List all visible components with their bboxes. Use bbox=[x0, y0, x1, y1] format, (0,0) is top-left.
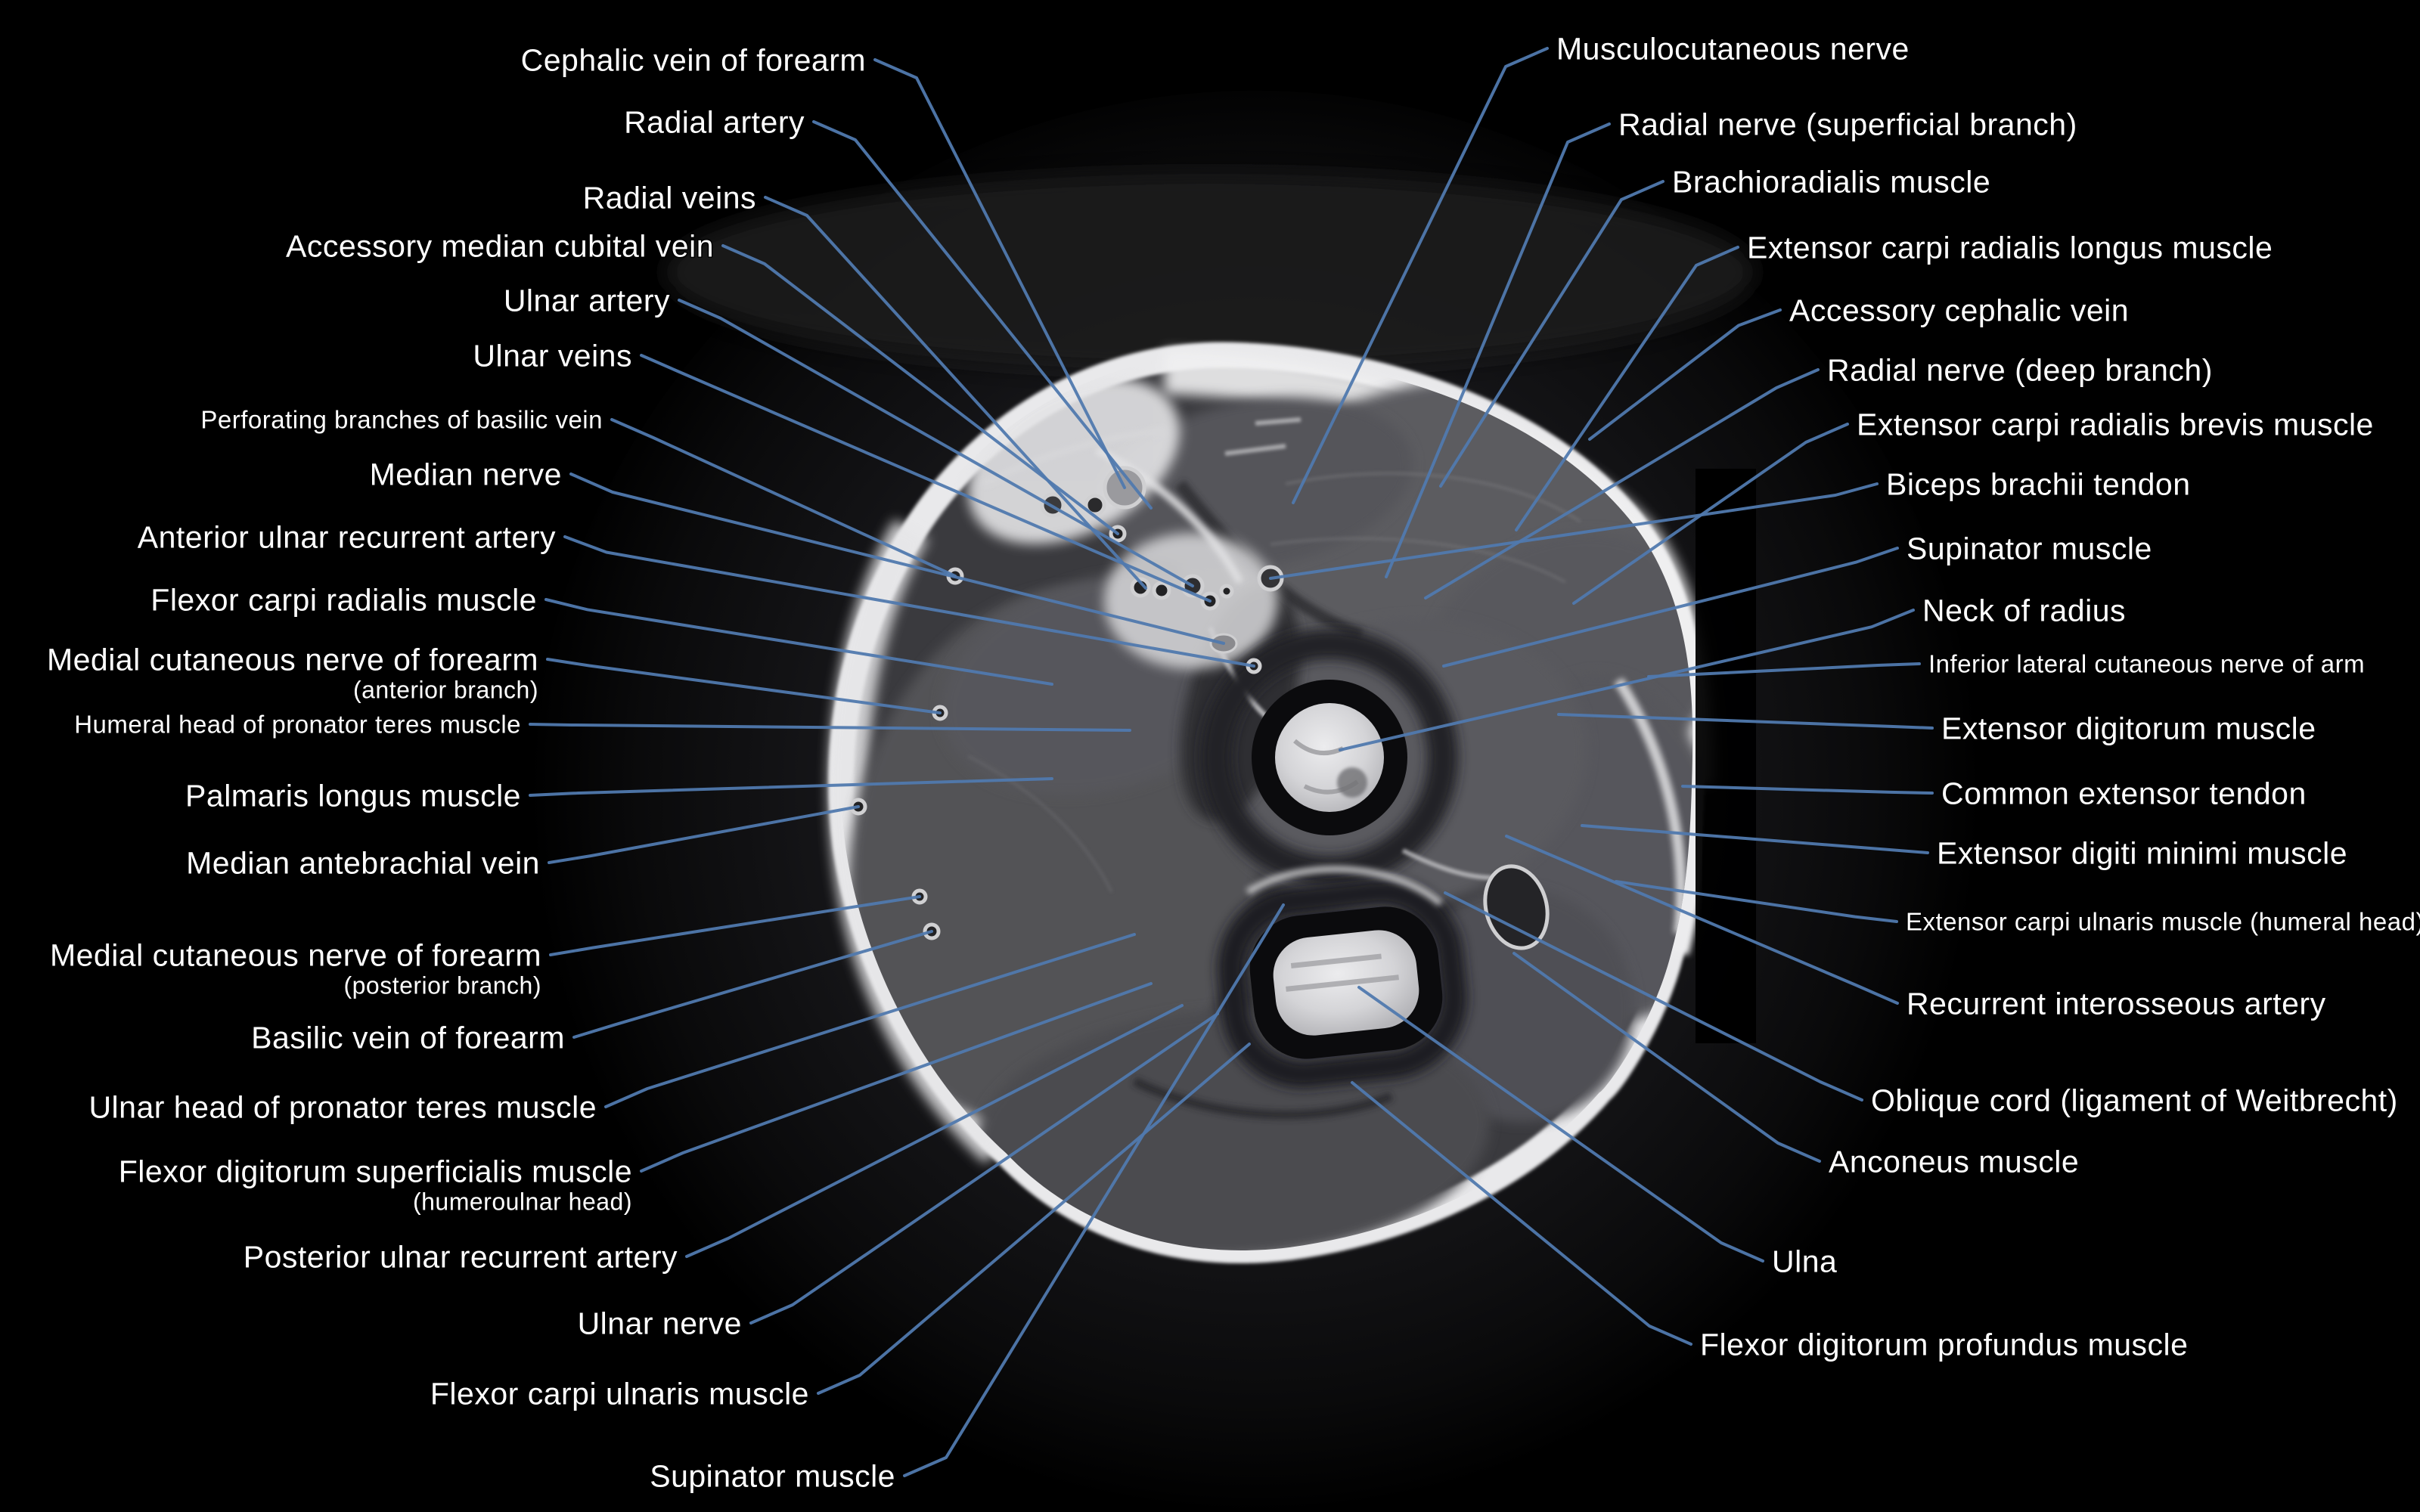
label-right-oblique-cord-ligament-of-weitbrecht: Oblique cord (ligament of Weitbrecht) bbox=[1871, 1083, 2398, 1117]
leader-line-right-supinator-muscle bbox=[1442, 547, 1899, 668]
label-right-radial-nerve-deep-branch: Radial nerve (deep branch) bbox=[1827, 352, 2213, 387]
leader-line-left-ulnar-nerve bbox=[749, 1012, 1219, 1325]
label-left-flexor-carpi-ulnaris-muscle: Flexor carpi ulnaris muscle bbox=[430, 1376, 809, 1411]
label-left-median-nerve: Median nerve bbox=[370, 457, 562, 491]
leader-line-right-radial-nerve-deep-branch bbox=[1424, 368, 1820, 600]
label-left-posterior-ulnar-recurrent-artery: Posterior ulnar recurrent artery bbox=[244, 1239, 678, 1274]
leader-lines-layer bbox=[529, 47, 1934, 1477]
leader-line-left-ulnar-veins bbox=[640, 354, 1212, 603]
label-right-brachioradialis-muscle: Brachioradialis muscle bbox=[1672, 164, 1990, 199]
label-right-anconeus-muscle: Anconeus muscle bbox=[1829, 1144, 2079, 1179]
label-left-basilic-vein-of-forearm: Basilic vein of forearm bbox=[251, 1020, 565, 1055]
label-right-accessory-cephalic-vein: Accessory cephalic vein bbox=[1789, 293, 2129, 327]
label-left-anterior-ulnar-recurrent-artery: Anterior ulnar recurrent artery bbox=[138, 519, 556, 554]
label-right-extensor-digiti-minimi-muscle: Extensor digiti minimi muscle bbox=[1937, 835, 2347, 870]
label-left-ulnar-nerve: Ulnar nerve bbox=[578, 1306, 742, 1340]
label-subline-left-medial-cutaneous-nerve-of-forearm-posterior-branch: (posterior branch) bbox=[343, 971, 541, 999]
leader-line-left-medial-cutaneous-nerve-of-forearm-posterior-branch bbox=[549, 895, 921, 956]
label-left-ulnar-artery: Ulnar artery bbox=[504, 283, 670, 318]
mri-cross-section-image bbox=[529, 91, 1981, 1512]
leader-line-left-radial-artery bbox=[812, 120, 1153, 510]
label-left-accessory-median-cubital-vein: Accessory median cubital vein bbox=[286, 228, 714, 263]
label-right-musculocutaneous-nerve: Musculocutaneous nerve bbox=[1556, 31, 1910, 66]
leader-line-left-medial-cutaneous-nerve-of-forearm-anterior-branch bbox=[546, 658, 942, 714]
leader-line-right-extensor-digitorum-muscle bbox=[1557, 713, 1934, 730]
label-right-common-extensor-tendon: Common extensor tendon bbox=[1941, 776, 2307, 810]
label-right-extensor-carpi-radialis-longus-muscle: Extensor carpi radialis longus muscle bbox=[1747, 230, 2273, 265]
label-left-supinator-muscle: Supinator muscle bbox=[650, 1458, 895, 1493]
leader-line-left-accessory-median-cubital-vein bbox=[721, 244, 1119, 535]
leader-line-left-flexor-carpi-ulnaris-muscle bbox=[817, 1043, 1251, 1395]
leader-line-right-flexor-digitorum-profundus-muscle bbox=[1351, 1081, 1692, 1346]
leader-line-right-accessory-cephalic-vein bbox=[1588, 308, 1782, 441]
label-left-radial-artery: Radial artery bbox=[624, 104, 805, 139]
label-left-radial-veins: Radial veins bbox=[583, 180, 756, 215]
label-right-inferior-lateral-cutaneous-nerve-of-arm: Inferior lateral cutaneous nerve of arm bbox=[1928, 650, 2365, 678]
label-left-palmaris-longus-muscle: Palmaris longus muscle bbox=[185, 778, 521, 813]
leader-line-left-cephalic-vein-of-forearm bbox=[873, 58, 1126, 489]
label-left-flexor-digitorum-superficialis-muscle-humeroulnar-head: Flexor digitorum superficialis muscle bbox=[119, 1154, 632, 1188]
label-left-flexor-carpi-radialis-muscle: Flexor carpi radialis muscle bbox=[150, 582, 537, 617]
leader-line-right-biceps-brachii-tendon bbox=[1269, 482, 1879, 580]
leader-line-right-ulna bbox=[1357, 986, 1764, 1263]
leader-line-right-neck-of-radius bbox=[1339, 609, 1915, 751]
leader-line-left-supinator-muscle bbox=[903, 903, 1285, 1477]
label-right-flexor-digitorum-profundus-muscle: Flexor digitorum profundus muscle bbox=[1700, 1327, 2188, 1362]
leader-line-right-brachioradialis-muscle bbox=[1439, 180, 1665, 488]
leader-line-right-extensor-carpi-radialis-brevis-muscle bbox=[1572, 423, 1849, 605]
leader-line-right-recurrent-interosseous-artery bbox=[1505, 835, 1899, 1005]
label-right-supinator-muscle: Supinator muscle bbox=[1907, 531, 2152, 565]
leader-line-right-radial-nerve-superficial-branch bbox=[1385, 122, 1611, 578]
leader-line-left-flexor-carpi-radialis-muscle bbox=[544, 598, 1053, 686]
leader-line-left-median-antebrachial-vein bbox=[548, 805, 860, 864]
label-right-ulna: Ulna bbox=[1772, 1244, 1837, 1278]
leader-line-right-oblique-cord-ligament-of-weitbrecht bbox=[1444, 891, 1863, 1101]
label-left-ulnar-veins: Ulnar veins bbox=[473, 338, 632, 373]
leader-line-right-extensor-digiti-minimi-muscle bbox=[1581, 824, 1929, 854]
leader-line-left-ulnar-artery bbox=[678, 299, 1194, 587]
label-right-extensor-carpi-ulnaris-muscle-humeral-head: Extensor carpi ulnaris muscle (humeral h… bbox=[1906, 908, 2420, 936]
leader-line-left-median-nerve bbox=[569, 472, 1225, 645]
leader-line-left-flexor-digitorum-superficialis-muscle-humeroulnar-head bbox=[640, 982, 1153, 1173]
leader-line-right-common-extensor-tendon bbox=[1681, 785, 1934, 795]
label-left-humeral-head-of-pronator-teres-muscle: Humeral head of pronator teres muscle bbox=[74, 711, 521, 739]
label-right-extensor-digitorum-muscle: Extensor digitorum muscle bbox=[1941, 711, 2316, 745]
leader-line-left-basilic-vein-of-forearm bbox=[572, 930, 933, 1039]
leader-line-right-extensor-carpi-radialis-longus-muscle bbox=[1515, 246, 1739, 531]
label-right-neck-of-radius: Neck of radius bbox=[1922, 593, 2126, 627]
leader-line-left-ulnar-head-of-pronator-teres-muscle bbox=[604, 933, 1136, 1108]
leader-line-right-musculocutaneous-nerve bbox=[1292, 47, 1549, 504]
label-subline-left-flexor-digitorum-superficialis-muscle-humeroulnar-head: (humeroulnar head) bbox=[413, 1188, 632, 1215]
leader-line-left-anterior-ulnar-recurrent-artery bbox=[563, 535, 1255, 668]
label-left-perforating-branches-of-basilic-vein: Perforating branches of basilic vein bbox=[200, 406, 603, 434]
label-left-medial-cutaneous-nerve-of-forearm-anterior-branch: Medial cutaneous nerve of forearm bbox=[47, 642, 538, 677]
leader-line-right-inferior-lateral-cutaneous-nerve-of-arm bbox=[1647, 662, 1921, 678]
leader-line-right-extensor-carpi-ulnaris-muscle-humeral-head bbox=[1615, 880, 1898, 923]
label-left-cephalic-vein-of-forearm: Cephalic vein of forearm bbox=[521, 42, 866, 77]
leader-line-left-humeral-head-of-pronator-teres-muscle bbox=[529, 723, 1131, 732]
leader-line-left-posterior-ulnar-recurrent-artery bbox=[685, 1004, 1184, 1258]
label-left-ulnar-head-of-pronator-teres-muscle: Ulnar head of pronator teres muscle bbox=[88, 1089, 597, 1124]
label-left-medial-cutaneous-nerve-of-forearm-posterior-branch: Medial cutaneous nerve of forearm bbox=[50, 937, 541, 972]
label-right-extensor-carpi-radialis-brevis-muscle: Extensor carpi radialis brevis muscle bbox=[1857, 407, 2374, 442]
leader-line-left-perforating-branches-of-basilic-vein bbox=[610, 418, 957, 578]
label-right-recurrent-interosseous-artery: Recurrent interosseous artery bbox=[1907, 986, 2326, 1021]
label-subline-left-medial-cutaneous-nerve-of-forearm-anterior-branch: (anterior branch) bbox=[353, 676, 538, 703]
label-left-median-antebrachial-vein: Median antebrachial vein bbox=[186, 845, 540, 880]
label-right-biceps-brachii-tendon: Biceps brachii tendon bbox=[1886, 466, 2191, 501]
leader-line-right-anconeus-muscle bbox=[1512, 952, 1821, 1163]
leader-line-left-palmaris-longus-muscle bbox=[529, 777, 1053, 797]
label-right-radial-nerve-superficial-branch: Radial nerve (superficial branch) bbox=[1618, 107, 2077, 141]
leader-line-left-radial-veins bbox=[764, 196, 1147, 590]
